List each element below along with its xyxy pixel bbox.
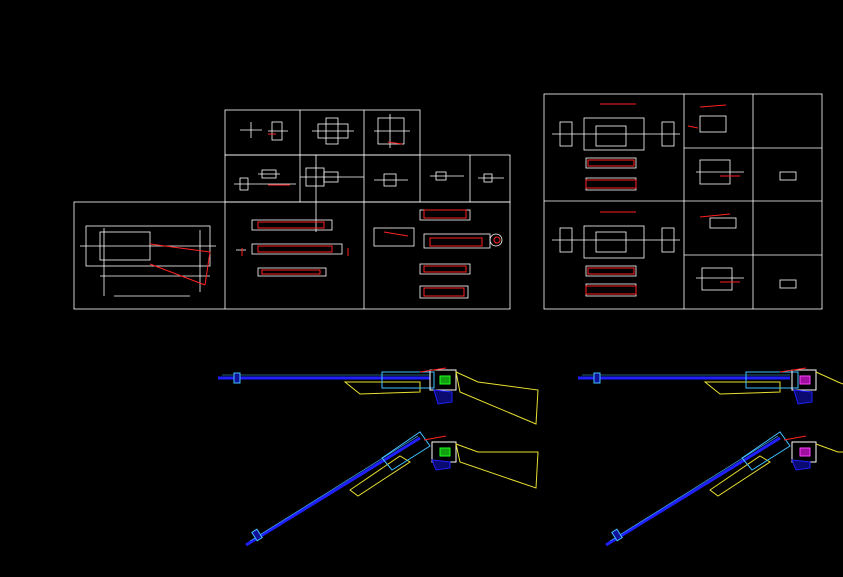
rifle-broken-right[interactable] bbox=[605, 431, 843, 547]
rifle-broken-left[interactable] bbox=[245, 431, 539, 547]
drawing-sheet-left-highlights bbox=[149, 133, 501, 297]
part-detail-5 bbox=[300, 155, 364, 232]
drawing-sheet-right[interactable] bbox=[543, 93, 823, 310]
part-detail-2 bbox=[312, 117, 354, 145]
drawing-sheet-right-highlights bbox=[585, 103, 740, 295]
rifle-closed-left[interactable] bbox=[218, 367, 539, 425]
part-detail-7 bbox=[430, 171, 464, 181]
part-detail-6 bbox=[374, 173, 408, 187]
detail-cells-right bbox=[696, 115, 797, 291]
part-detail-8 bbox=[478, 173, 504, 183]
part-detail-4 bbox=[234, 169, 296, 191]
rifle-closed-right[interactable] bbox=[578, 367, 843, 405]
mechanism-detail-view bbox=[373, 209, 503, 299]
drawing-sheet-left[interactable] bbox=[73, 109, 511, 310]
part-detail-1 bbox=[240, 121, 288, 141]
receiver-plan-view bbox=[80, 225, 216, 297]
barrel-parts-view bbox=[236, 219, 343, 277]
